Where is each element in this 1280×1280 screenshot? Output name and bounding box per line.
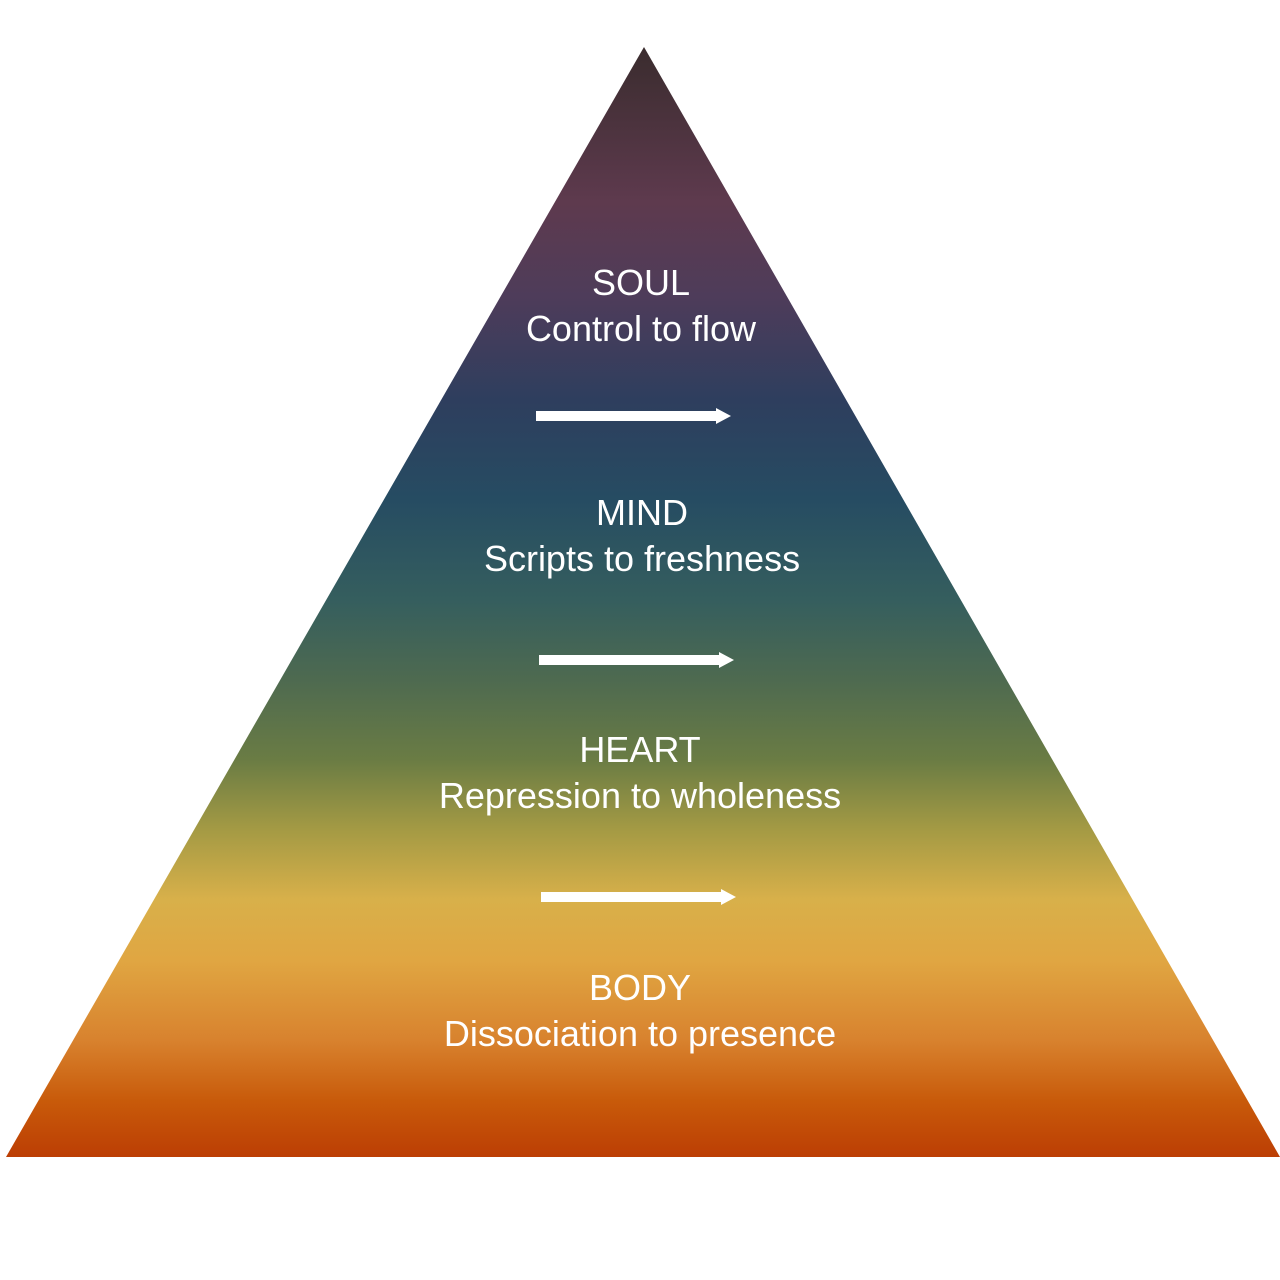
pyramid-triangle [6, 47, 1280, 1157]
level-heart-description: Repression to wholeness [439, 775, 841, 816]
level-mind-title: MIND [596, 492, 688, 533]
level-soul-description: Control to flow [526, 308, 757, 349]
level-heart: HEART Repression to wholeness [439, 729, 841, 816]
level-body-title: BODY [589, 967, 691, 1008]
arrow-right-icon [539, 652, 734, 668]
arrow-right-icon [541, 889, 736, 905]
level-mind: MIND Scripts to freshness [484, 492, 800, 579]
level-soul: SOUL Control to flow [526, 262, 757, 349]
level-body: BODY Dissociation to presence [444, 967, 836, 1054]
level-heart-title: HEART [579, 729, 700, 770]
level-soul-title: SOUL [592, 262, 690, 303]
level-body-description: Dissociation to presence [444, 1013, 836, 1054]
arrow-right-icon [536, 408, 731, 424]
level-mind-description: Scripts to freshness [484, 538, 800, 579]
